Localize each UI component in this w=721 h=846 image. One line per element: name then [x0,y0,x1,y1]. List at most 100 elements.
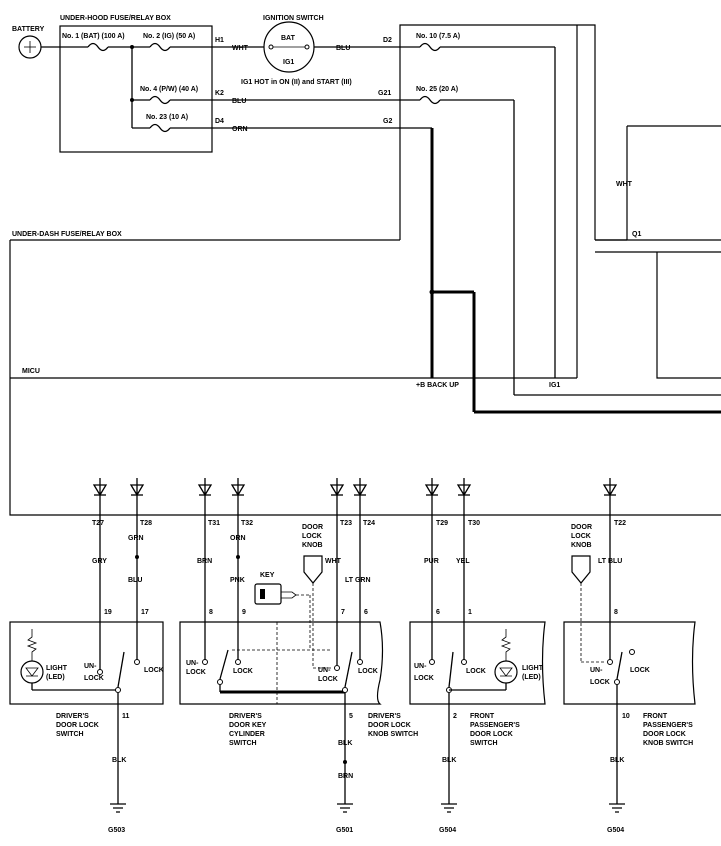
fuse-10-label: No. 10 (7.5 A) [416,33,460,40]
wire-brn-2: BRN [338,773,353,780]
driver-switch-name-1: DRIVER'S [56,713,89,720]
front-pass-name-1: FRONT [470,713,495,720]
ignition-bat-label: BAT [281,35,296,42]
pin-19: 19 [104,609,112,616]
lock-label-3: LOCK [358,668,378,675]
ignition-title: IGNITION SWITCH [263,15,324,22]
unlock-label-2: UN- [186,660,199,667]
key-icon: KEY [254,572,297,605]
ground-g504-a: G504 [439,803,457,834]
underhood-box-label: UNDER-HOOD FUSE/RELAY BOX [60,15,171,22]
door-label-1: DOOR [302,524,323,531]
door-label-2: DOOR [571,524,592,531]
terminal-g21: G21 [378,90,391,97]
pin-6b: 6 [436,609,440,616]
terminal-k2: K2 [215,90,224,97]
unlock-suffix-1: LOCK [84,675,104,682]
front-pass-switch-box [409,621,546,705]
pin-8b: 8 [614,609,618,616]
terminal-q1: Q1 [632,231,641,238]
pin-6: 6 [364,609,368,616]
wire-yel: YEL [456,558,470,565]
front-pass-name-3: DOOR LOCK [470,731,513,738]
terminal-t29: T29 [436,520,448,527]
driver-door-lock-switch-box [9,621,164,705]
fuse-25-label: No. 25 (20 A) [416,86,458,93]
light-label-1: LIGHT [46,665,68,672]
terminal-t28: T28 [140,520,152,527]
ground-g504a-label: G504 [439,827,456,834]
led-label-1: (LED) [46,674,65,681]
ground-g503-label: G503 [108,827,125,834]
wire-grn: GRN [128,535,144,542]
terminal-t27: T27 [92,520,104,527]
light-label-2: LIGHT [522,665,544,672]
underhood-fuse-box [59,25,213,153]
wire-orn-d4: ORN [232,126,248,133]
unlock-label-3: UN- [318,667,331,674]
wire-wht-q1: WHT [616,181,633,188]
door-lock-knob-icon-1: DOOR LOCK KNOB [302,524,323,584]
front-knob-name-1: FRONT [643,713,668,720]
pin-10: 10 [622,713,630,720]
terminal-t31: T31 [208,520,220,527]
unlock-label-5: UN- [590,667,603,674]
key-label: KEY [260,572,275,579]
terminal-t22: T22 [614,520,626,527]
terminal-d4: D4 [215,118,224,125]
fuse-2-label: No. 2 (IG) (50 A) [143,33,195,40]
front-knob-name-4: KNOB SWITCH [643,740,693,747]
door-lock-knob-icon-2: DOOR LOCK KNOB [571,524,592,584]
wire-ltblu: LT BLU [598,558,622,565]
front-knob-name-2: PASSENGER'S [643,722,693,729]
wire-wht-t23: WHT [325,558,342,565]
fuse-23-label: No. 23 (10 A) [146,114,188,121]
pin-1: 1 [468,609,472,616]
ignition-note: IG1 HOT in ON (II) and START (III) [241,79,352,86]
ground-g504b-label: G504 [607,827,624,834]
wire-blk-1: BLK [112,757,126,764]
pin-7: 7 [341,609,345,616]
terminal-t24: T24 [363,520,375,527]
wire-blk-4: BLK [610,757,624,764]
terminal-backup: +B BACK UP [416,382,459,389]
driver-knob-name-3: KNOB SWITCH [368,731,418,738]
ground-g504-b: G504 [607,803,625,834]
pin-8: 8 [209,609,213,616]
battery: BATTERY [12,26,45,59]
fuse-23-symbol [149,123,171,133]
wire-blu-t28: BLU [128,577,142,584]
knob-label-1: KNOB [302,542,323,549]
key-cyl-name-4: SWITCH [229,740,257,747]
terminal-g2: G2 [383,118,392,125]
terminal-ig1: IG1 [549,382,560,389]
terminal-h1: H1 [215,37,224,44]
fuse-25-symbol [419,95,441,105]
unlock-label-4: UN- [414,663,427,670]
fuse-4-symbol [149,95,171,105]
unlock-label-1: UN- [84,663,97,670]
front-pass-name-2: PASSENGER'S [470,722,520,729]
underdash-box-label: UNDER-DASH FUSE/RELAY BOX [12,231,122,238]
driver-key-cylinder-box [179,621,384,705]
ground-g501-label: G501 [336,827,353,834]
wire-orn-t32: ORN [230,535,246,542]
fuse-1-label: No. 1 (BAT) (100 A) [62,33,125,40]
lock-label-4: LOCK [466,668,486,675]
wire-gry: GRY [92,558,107,565]
fuse-1-symbol [87,42,109,52]
wire-pnk: PNK [230,577,245,584]
ignition-ig1-label: IG1 [283,59,294,66]
wire-blu-ig: BLU [336,45,350,52]
unlock-suffix-4: LOCK [414,675,434,682]
driver-switch-name-3: SWITCH [56,731,84,738]
wire-wht-h1: WHT [232,45,249,52]
terminal-t30: T30 [468,520,480,527]
key-cyl-name-3: CYLINDER [229,731,265,738]
unlock-suffix-5: LOCK [590,679,610,686]
driver-knob-name-1: DRIVER'S [368,713,401,720]
wire-ltgrn: LT GRN [345,577,371,584]
ground-g503: G503 [108,803,126,834]
wire-brn: BRN [197,558,212,565]
pin-9: 9 [242,609,246,616]
